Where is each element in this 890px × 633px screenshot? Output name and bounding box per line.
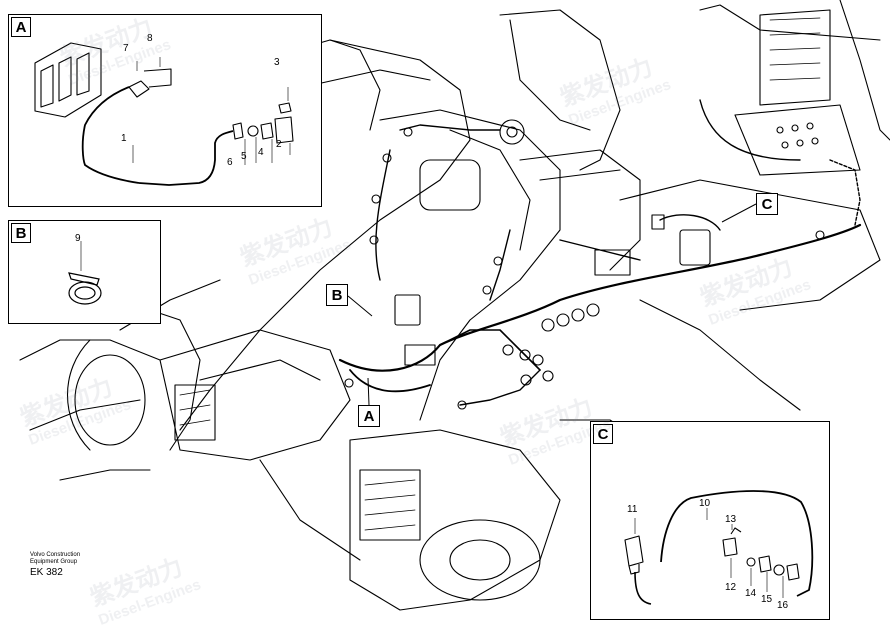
part-number-13: 13 bbox=[725, 514, 737, 525]
footer-company-line2: Equipment Group bbox=[30, 559, 78, 565]
detail-box-a: A 7 8 3 1 6 5 4 2 bbox=[8, 14, 322, 207]
detail-box-b: B 9 bbox=[8, 220, 161, 324]
harness-connectors bbox=[344, 119, 825, 410]
part-number-5: 5 bbox=[241, 151, 247, 162]
callout-c: C bbox=[756, 193, 778, 215]
part-number-9: 9 bbox=[75, 233, 81, 244]
part-number-3: 3 bbox=[274, 57, 280, 68]
callout-a: A bbox=[358, 405, 380, 427]
drawing-code: EK 382 bbox=[30, 567, 63, 578]
detail-box-a-tag: A bbox=[11, 17, 31, 37]
callout-b: B bbox=[326, 284, 348, 306]
part-number-1: 1 bbox=[121, 133, 127, 144]
detail-a-drawing bbox=[34, 42, 294, 186]
part-number-15: 15 bbox=[761, 594, 773, 605]
part-number-10: 10 bbox=[699, 498, 711, 509]
detail-box-c: C 11 10 13 12 14 15 16 bbox=[590, 421, 830, 620]
detail-b-drawing bbox=[68, 241, 102, 305]
drawing-footer: Volvo Construction Equipment Group EK 38… bbox=[30, 552, 80, 580]
part-number-6: 6 bbox=[227, 157, 233, 168]
detail-box-b-tag: B bbox=[11, 223, 31, 243]
part-number-4: 4 bbox=[258, 147, 264, 158]
detail-box-c-tag: C bbox=[593, 424, 613, 444]
footer-company-line1: Volvo Construction bbox=[30, 552, 81, 558]
part-number-11: 11 bbox=[627, 504, 638, 515]
part-number-7: 7 bbox=[123, 43, 129, 54]
part-number-2: 2 bbox=[276, 139, 282, 150]
part-number-14: 14 bbox=[745, 588, 757, 599]
part-number-8: 8 bbox=[147, 33, 153, 44]
part-number-16: 16 bbox=[777, 600, 789, 611]
part-number-12: 12 bbox=[725, 582, 737, 593]
detail-c-drawing bbox=[624, 490, 814, 605]
